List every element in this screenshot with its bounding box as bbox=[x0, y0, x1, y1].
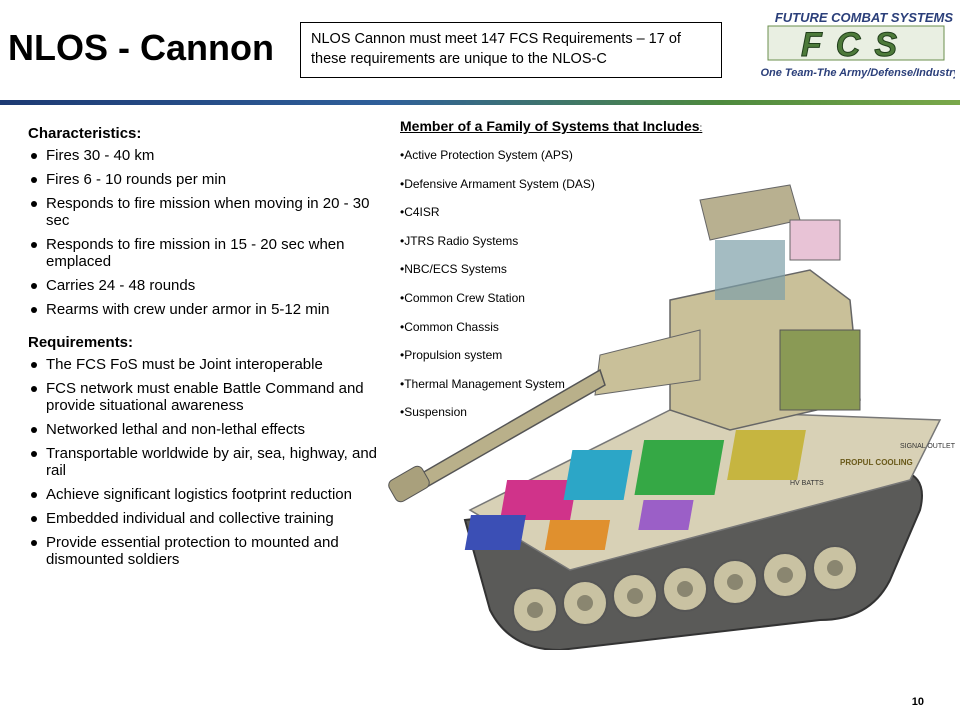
family-item: •Common Chassis bbox=[400, 319, 499, 334]
family-heading: Member of a Family of Systems that Inclu… bbox=[400, 118, 740, 134]
page-number: 10 bbox=[911, 696, 924, 708]
page-title: NLOS - Cannon bbox=[8, 27, 274, 68]
family-heading-text: Member of a Family of Systems that Inclu… bbox=[400, 118, 700, 134]
requirement-item: Transportable worldwide by air, sea, hig… bbox=[28, 445, 378, 479]
family-item: •Suspension bbox=[400, 405, 467, 420]
characteristic-item: Responds to fire mission in 15 - 20 sec … bbox=[28, 236, 378, 270]
family-item: •Defensive Armament System (DAS) bbox=[400, 176, 595, 191]
characteristic-item: Carries 24 - 48 rounds bbox=[28, 277, 378, 294]
family-heading-suffix: : bbox=[699, 123, 703, 134]
requirement-item: Achieve significant logistics footprint … bbox=[28, 486, 378, 503]
vehicle-label: PROPUL COOLING bbox=[840, 458, 913, 467]
requirement-item: The FCS FoS must be Joint interoperable bbox=[28, 356, 378, 373]
family-item: •JTRS Radio Systems bbox=[400, 233, 519, 248]
family-item: •NBC/ECS Systems bbox=[400, 262, 507, 277]
characteristic-item: Rearms with crew under armor in 5-12 min bbox=[28, 301, 378, 318]
logo-top-text: FUTURE COMBAT SYSTEMS bbox=[775, 10, 953, 25]
family-item: •Common Crew Station bbox=[400, 290, 525, 305]
family-list: •Active Protection System (APS) •Defensi… bbox=[400, 148, 740, 434]
family-of-systems: Member of a Family of Systems that Inclu… bbox=[400, 118, 740, 434]
requirements-note-text: NLOS Cannon must meet 147 FCS Requiremen… bbox=[311, 31, 681, 67]
requirements-note-box: NLOS Cannon must meet 147 FCS Requiremen… bbox=[300, 22, 722, 78]
vehicle-label: SIGNAL OUTLET bbox=[900, 443, 956, 450]
requirements-list: The FCS FoS must be Joint interoperable … bbox=[28, 356, 378, 568]
characteristic-item: Responds to fire mission when moving in … bbox=[28, 195, 378, 229]
vehicle-label: HV BATTS bbox=[790, 480, 824, 487]
left-column: Characteristics: Fires 30 - 40 km Fires … bbox=[28, 125, 378, 575]
characteristic-item: Fires 6 - 10 rounds per min bbox=[28, 171, 378, 188]
logo-mark-text: FCS bbox=[801, 26, 911, 64]
requirement-item: FCS network must enable Battle Command a… bbox=[28, 380, 378, 414]
requirements-heading: Requirements: bbox=[28, 334, 134, 351]
family-item: •Active Protection System (APS) bbox=[400, 148, 573, 162]
characteristics-list: Fires 30 - 40 km Fires 6 - 10 rounds per… bbox=[28, 147, 378, 318]
family-item: •C4ISR bbox=[400, 205, 440, 220]
header-rule bbox=[0, 100, 960, 105]
requirement-item: Networked lethal and non-lethal effects bbox=[28, 421, 378, 438]
logo-tagline: One Team-The Army/Defense/Industry bbox=[760, 67, 955, 79]
requirement-item: Provide essential protection to mounted … bbox=[28, 534, 378, 568]
fcs-logo: FUTURE COMBAT SYSTEMS FCS One Team-The A… bbox=[760, 10, 955, 79]
requirement-item: Embedded individual and collective train… bbox=[28, 510, 378, 527]
family-item: •Propulsion system bbox=[400, 348, 503, 363]
family-item: •Thermal Management System bbox=[400, 376, 565, 391]
nlos-cannon-cutaway-image: SIGNAL OUTLET PROPUL COOLING HV BATTS bbox=[388, 184, 956, 650]
characteristics-heading: Characteristics: bbox=[28, 125, 142, 142]
characteristic-item: Fires 30 - 40 km bbox=[28, 147, 378, 164]
